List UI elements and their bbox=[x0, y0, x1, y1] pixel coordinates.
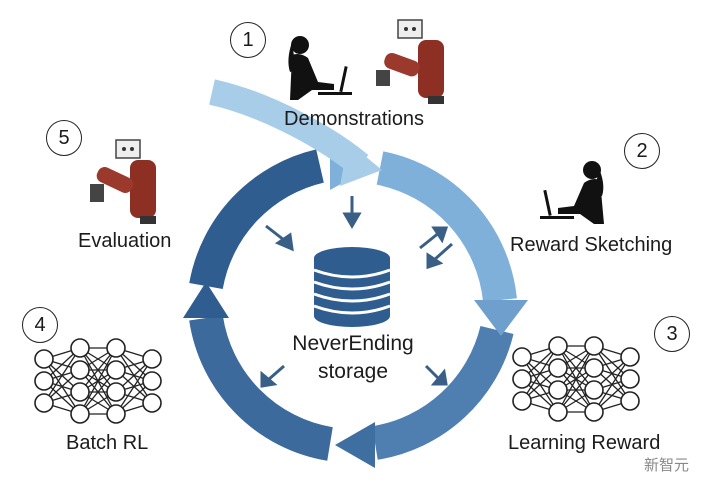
nn-node bbox=[584, 380, 604, 400]
cycle-ring bbox=[189, 149, 517, 461]
nn-edge bbox=[593, 356, 631, 413]
nn-node bbox=[548, 358, 568, 378]
nn-node bbox=[548, 380, 568, 400]
nn-node bbox=[584, 358, 604, 378]
nn-node bbox=[70, 360, 90, 380]
nn-node bbox=[512, 347, 532, 367]
nn-node bbox=[70, 382, 90, 402]
ring-arrowhead-left bbox=[183, 282, 229, 318]
ring-segment-top-left bbox=[189, 149, 325, 290]
neural-network-icon bbox=[512, 336, 640, 422]
step-number-1: 1 bbox=[230, 22, 266, 58]
nn-node bbox=[142, 371, 162, 391]
person-with-laptop-icon bbox=[288, 36, 352, 100]
nn-node bbox=[70, 338, 90, 358]
nn-node bbox=[142, 393, 162, 413]
step-number-5: 5 bbox=[46, 120, 82, 156]
nn-node bbox=[106, 338, 126, 358]
nn-node bbox=[142, 349, 162, 369]
nn-node bbox=[584, 402, 604, 422]
nn-edge bbox=[521, 345, 559, 402]
nn-node bbox=[106, 404, 126, 424]
ring-segment-bottom-left bbox=[189, 315, 334, 461]
nn-node bbox=[548, 402, 568, 422]
storage-label-line2: storage bbox=[317, 360, 389, 383]
step-label-evaluation: Evaluation bbox=[78, 230, 172, 252]
nn-node bbox=[34, 371, 54, 391]
database-icon bbox=[313, 247, 391, 327]
step-label-learning-reward: Learning Reward bbox=[508, 432, 661, 454]
step-label-batch-rl: Batch RL bbox=[66, 432, 149, 454]
ring-arrowheads bbox=[183, 144, 528, 468]
nn-node bbox=[70, 404, 90, 424]
robot-arm-icon bbox=[90, 139, 156, 224]
person-with-laptop-icon bbox=[540, 161, 604, 224]
neural-network-icon bbox=[34, 338, 162, 424]
nn-node bbox=[620, 347, 640, 367]
nn-edge bbox=[43, 347, 81, 404]
ring-arrowhead-bottom bbox=[335, 422, 375, 468]
nn-edge bbox=[79, 347, 117, 415]
nn-node bbox=[620, 391, 640, 411]
nn-node bbox=[34, 349, 54, 369]
storage-arrows bbox=[260, 196, 453, 388]
nn-node bbox=[512, 369, 532, 389]
ring-segment-bottom-right bbox=[371, 325, 514, 460]
step-number-2: 2 bbox=[624, 133, 660, 169]
step-label-reward-sketching: Reward Sketching bbox=[510, 234, 673, 256]
nn-node bbox=[620, 369, 640, 389]
watermark: 新智元 bbox=[644, 457, 690, 474]
nn-edge bbox=[115, 358, 153, 415]
step-number-4: 4 bbox=[22, 307, 58, 343]
storage-label: NeverEnding storage bbox=[268, 330, 438, 386]
robot-arm-icon bbox=[376, 19, 444, 104]
nn-edge bbox=[557, 345, 595, 413]
storage-label-line1: NeverEnding bbox=[292, 332, 414, 355]
nn-node bbox=[106, 360, 126, 380]
nn-node bbox=[34, 393, 54, 413]
inflow-arrowhead bbox=[340, 142, 382, 186]
nn-node bbox=[106, 382, 126, 402]
nn-node bbox=[548, 336, 568, 356]
ring-arrowhead-right bbox=[474, 300, 528, 336]
ring-segment-right bbox=[376, 151, 517, 303]
step-number-3: 3 bbox=[654, 316, 690, 352]
nn-node bbox=[584, 336, 604, 356]
step-label-demonstrations: Demonstrations bbox=[284, 108, 425, 130]
nn-node bbox=[512, 391, 532, 411]
